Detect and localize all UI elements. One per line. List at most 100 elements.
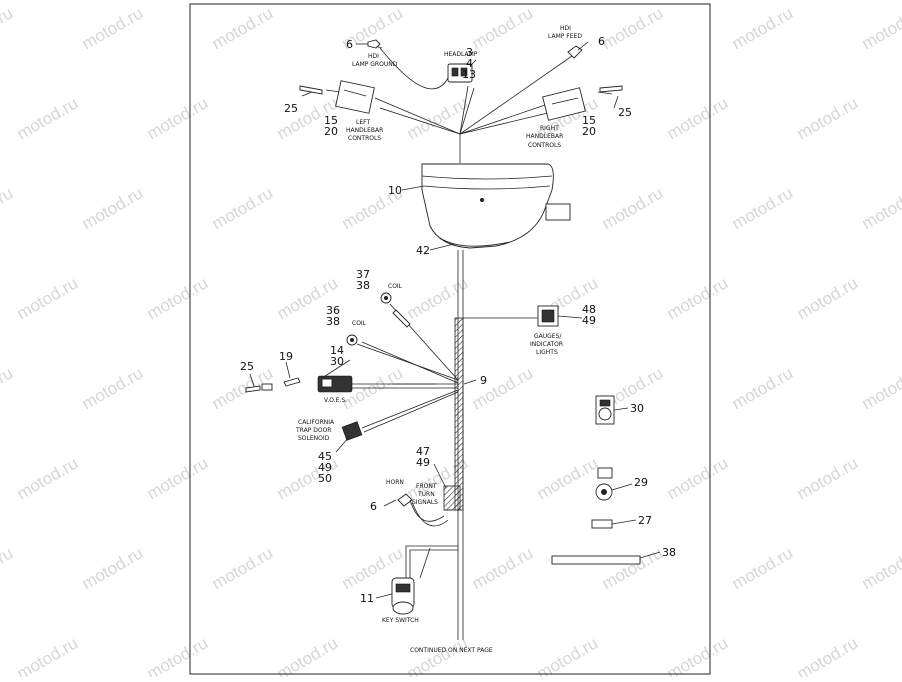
watermark-text: motod.ru (599, 543, 667, 593)
horn-turn-signals (397, 493, 452, 527)
part-labels: HEADLAMP HDI LAMP GROUND HDI LAMP FEED L… (295, 25, 582, 654)
key-switch (391, 545, 458, 615)
watermark-text: motod.ru (0, 183, 16, 233)
label-key-switch: KEY SWITCH (382, 617, 419, 624)
callout-4-headlamp: 4 (466, 57, 473, 70)
label-headlamp: HEADLAMP (444, 51, 478, 58)
callout-6-hdi-ground: 6 (346, 38, 353, 51)
watermark-text: motod.ru (729, 183, 797, 233)
watermark-text: motod.ru (664, 273, 732, 323)
label-coil-1: COIL (388, 283, 403, 290)
watermark-text: motod.ru (79, 543, 147, 593)
watermark-text: motod.ru (729, 543, 797, 593)
watermark-text: motod.ru (144, 93, 212, 143)
callout-42: 42 (416, 244, 430, 257)
callout-30-voes: 30 (330, 355, 344, 368)
page-frame (189, 3, 711, 675)
watermark-text: motod.ru (0, 363, 16, 413)
watermark-text: motod.ru (404, 93, 472, 143)
label-gauges-1: GAUGES/ (534, 333, 562, 340)
label-coil-2: COIL (352, 320, 367, 327)
watermark-text: motod.ru (79, 183, 147, 233)
upper-wires (325, 47, 613, 135)
gauges-connector (463, 305, 559, 327)
callout-29: 29 (634, 476, 648, 489)
headlamp-housing (421, 163, 571, 249)
callout-50: 50 (318, 472, 332, 485)
watermark-text: motod.ru (664, 633, 732, 677)
watermark-text: motod.ru (404, 273, 472, 323)
watermark-text: motod.ru (664, 453, 732, 503)
voes-assembly (245, 375, 458, 393)
callout-15-right: 15 (582, 114, 596, 127)
callout-20-right: 20 (582, 125, 596, 138)
watermark-text: motod.ru (79, 3, 147, 53)
label-left-hb-2: HANDLEBAR (346, 127, 383, 134)
label-left-hb-3: CONTROLS (348, 135, 381, 142)
callout-19: 19 (279, 350, 293, 363)
callout-15-left: 15 (324, 114, 338, 127)
label-gauges-2: INDICATOR (530, 341, 563, 348)
watermark-text: motod.ru (794, 273, 862, 323)
callout-27: 27 (638, 514, 652, 527)
watermark-text: motod.ru (144, 453, 212, 503)
callout-49-turn: 49 (416, 456, 430, 469)
watermark-text: motod.ru (0, 3, 16, 53)
watermark-text: motod.ru (14, 273, 82, 323)
callout-20-left: 20 (324, 125, 338, 138)
label-horn: HORN (386, 479, 404, 486)
label-california-2: TRAP DOOR (295, 427, 331, 434)
label-voes: V.O.E.S. (324, 397, 347, 404)
callout-25-voes: 25 (240, 360, 254, 373)
headlamp-connector (367, 39, 583, 83)
callout-10-headlamp-housing: 10 (388, 184, 402, 197)
footer-continued: CONTINUED ON NEXT PAGE (410, 647, 493, 654)
watermark-text: motod.ru (534, 453, 602, 503)
label-hdi-feed-1: HDI (560, 25, 571, 32)
label-front-1: FRONT (416, 483, 437, 490)
watermark-text: motod.ru (14, 93, 82, 143)
loose-parts (551, 395, 641, 565)
watermark-text: motod.ru (859, 183, 902, 233)
callout-numbers: 6 3 4 13 6 25 15 20 25 15 20 10 42 37 38… (240, 35, 676, 605)
right-handlebar-connector (542, 85, 623, 121)
callout-25-left: 25 (284, 102, 298, 115)
watermark-text: motod.ru (794, 633, 862, 677)
watermark-text: motod.ru (664, 93, 732, 143)
watermark-text: motod.ru (794, 453, 862, 503)
callout-37-coil: 37 (356, 268, 370, 281)
callout-38-coil: 38 (356, 279, 370, 292)
watermark-text: motod.ru (859, 363, 902, 413)
watermark-text: motod.ru (14, 453, 82, 503)
callout-48-gauges: 48 (582, 303, 596, 316)
watermark-text: motod.ru (729, 363, 797, 413)
leader-lines (249, 41, 661, 599)
label-front-3: SIGNALS (412, 499, 438, 506)
watermark-text: motod.ru (274, 633, 342, 677)
callout-49-solenoid: 49 (318, 461, 332, 474)
main-harness (443, 134, 464, 640)
label-right-hb-3: CONTROLS (528, 142, 561, 149)
callout-47: 47 (416, 445, 430, 458)
callout-9: 9 (480, 374, 487, 387)
label-gauges-3: LIGHTS (536, 349, 558, 356)
california-solenoid (341, 389, 459, 441)
label-front-2: TURN (417, 491, 435, 498)
watermark-text: motod.ru (0, 543, 16, 593)
label-california-1: CALIFORNIA (298, 419, 335, 426)
callout-13-headlamp: 13 (462, 68, 476, 81)
watermark-text: motod.ru (209, 543, 277, 593)
callout-36-coil: 36 (326, 304, 340, 317)
watermark-text: motod.ru (404, 633, 472, 677)
callout-11-key: 11 (360, 592, 374, 605)
callout-38-strip: 38 (662, 546, 676, 559)
watermark-text: motod.ru (534, 633, 602, 677)
callout-14-voes: 14 (330, 344, 344, 357)
label-left-hb-1: LEFT (356, 119, 370, 126)
coil-parts (346, 292, 459, 384)
callout-38-coil-2: 38 (326, 315, 340, 328)
callout-6-horn: 6 (370, 500, 377, 513)
